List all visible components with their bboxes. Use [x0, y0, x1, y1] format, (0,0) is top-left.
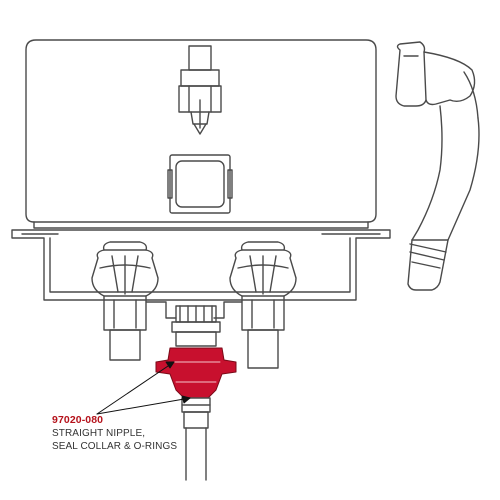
mounting-flange — [11, 229, 391, 301]
mixing-valve-body — [145, 301, 243, 347]
hand-shower-wand — [395, 41, 480, 291]
square-control-button — [167, 154, 233, 214]
part-callout: 97020-080 STRAIGHT NIPPLE, SEAL COLLAR &… — [52, 414, 252, 453]
highlight-detail-lines — [171, 361, 221, 383]
outlet-pipe — [181, 397, 211, 481]
hanger-bracket — [178, 45, 222, 135]
left-faucet-handle — [91, 241, 159, 361]
straight-nipple-seal-collar-highlight — [155, 347, 237, 399]
right-faucet-handle — [229, 241, 297, 369]
part-description-line-2: SEAL COLLAR & O-RINGS — [52, 441, 178, 452]
part-description-line-1: STRAIGHT NIPPLE, — [52, 428, 146, 439]
shower-box-housing — [25, 39, 377, 229]
callout-leader-lines — [96, 361, 191, 415]
part-number-label: 97020-080 — [52, 414, 104, 426]
